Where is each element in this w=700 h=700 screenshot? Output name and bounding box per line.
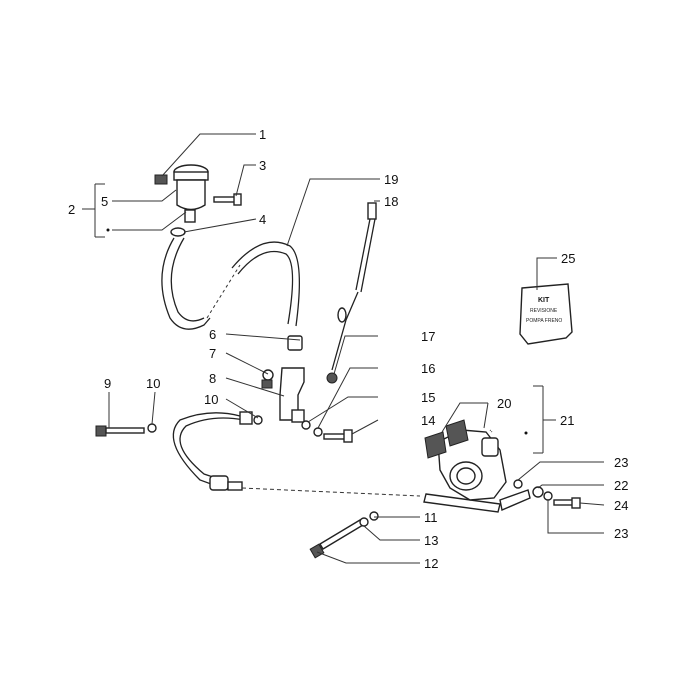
callout-11: 11	[424, 510, 438, 525]
callout-20: 20	[497, 396, 511, 411]
callout-10-top: 10	[146, 376, 160, 391]
callout-10-mid: 10	[204, 392, 218, 407]
brake-fluid-reservoir	[173, 164, 209, 223]
repair-kit-bag: KIT REVISIONE POMPA FRENO	[519, 283, 573, 345]
brake-hose-19	[231, 241, 301, 327]
kit-title: KIT	[538, 297, 550, 304]
callout-23-bottom: 23	[614, 526, 628, 541]
reservoir-screw	[213, 193, 242, 206]
dashed-connection	[241, 487, 421, 497]
washer-23-top	[513, 479, 523, 489]
callout-7: 7	[209, 346, 216, 361]
leader-lines	[82, 133, 605, 564]
brake-cable-18	[326, 202, 377, 384]
banjo-bolt-9	[95, 425, 145, 437]
reservoir-feed-hose	[161, 237, 211, 330]
callout-14: 14	[421, 413, 435, 428]
callout-8: 8	[209, 371, 216, 386]
hose-clamp-ring	[170, 227, 186, 237]
brake-caliper	[437, 429, 507, 501]
callout-3: 3	[259, 158, 266, 173]
reference-dots	[106, 228, 528, 435]
kit-line2: POMPA FRENO	[526, 318, 562, 324]
banjo-fitting-22	[532, 486, 544, 498]
kit-line1: REVISIONE	[530, 308, 558, 314]
washer-11	[369, 511, 379, 521]
callout-16: 16	[421, 361, 435, 376]
bolt-14	[323, 429, 353, 443]
callout-labels: 1 2 3 4 5 6 7 8 9 10 10 11 12 13 14 15 1…	[68, 127, 628, 571]
brake-pads	[424, 419, 469, 459]
callout-19: 19	[384, 172, 398, 187]
callout-25: 25	[561, 251, 575, 266]
callout-6: 6	[209, 327, 216, 342]
callout-17: 17	[421, 329, 435, 344]
brake-line-hose	[172, 411, 263, 491]
caliper-hose	[423, 489, 531, 513]
washer-23-bottom	[543, 491, 553, 501]
callout-2: 2	[68, 202, 75, 217]
callout-9: 9	[104, 376, 111, 391]
callout-22: 22	[614, 478, 628, 493]
callout-24: 24	[614, 498, 628, 513]
reservoir-clamp	[154, 174, 168, 185]
callout-12: 12	[424, 556, 438, 571]
callout-15: 15	[421, 390, 435, 405]
master-cylinder	[261, 335, 305, 423]
callout-21: 21	[560, 413, 574, 428]
callout-4: 4	[259, 212, 266, 227]
dashed-connection	[206, 264, 241, 319]
washer-13	[359, 517, 369, 527]
washer-10	[147, 423, 157, 433]
callout-1: 1	[259, 127, 266, 142]
callout-23-top: 23	[614, 455, 628, 470]
bolt-24	[553, 497, 581, 509]
washer-15-16	[301, 420, 323, 437]
callout-13: 13	[424, 533, 438, 548]
callout-18: 18	[384, 194, 398, 209]
callout-5: 5	[101, 194, 108, 209]
